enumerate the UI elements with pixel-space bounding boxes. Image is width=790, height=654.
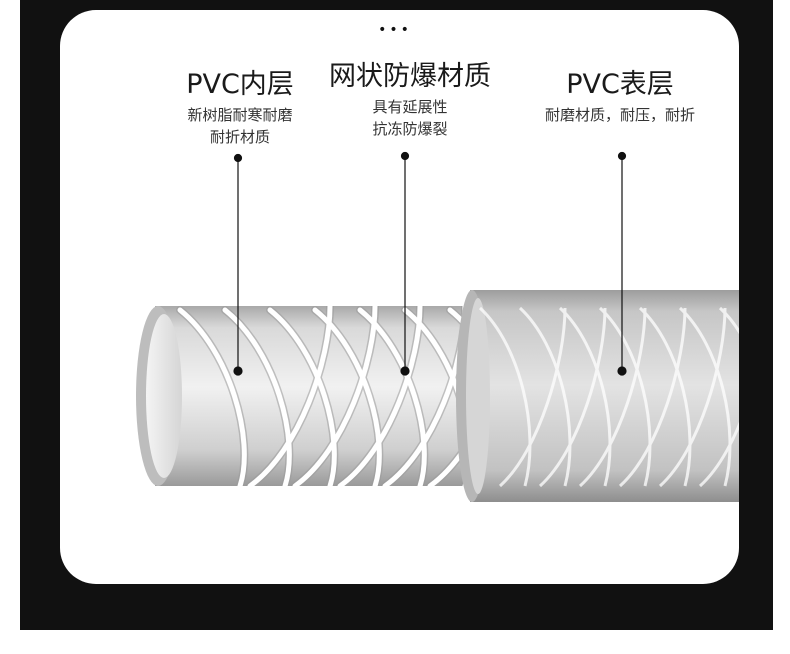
inner-layer-desc-2: 耐折材质 xyxy=(209,128,270,146)
mesh-braid-under-outer xyxy=(478,306,739,488)
outer-layer-desc: 耐磨材质，耐压，耐折 xyxy=(544,106,695,124)
mesh-layer-desc-2: 抗冻防爆裂 xyxy=(372,120,448,138)
inner-layer-title: PVC内层 xyxy=(186,69,294,100)
inner-layer-desc-1: 新树脂耐寒耐磨 xyxy=(187,106,293,124)
outer-layer-title: PVC表层 xyxy=(566,69,674,100)
top-dots-marker: ••• xyxy=(378,22,412,38)
mesh-layer-title: 网状防爆材质 xyxy=(329,61,491,92)
mesh-layer-desc-1: 具有延展性 xyxy=(372,98,448,116)
